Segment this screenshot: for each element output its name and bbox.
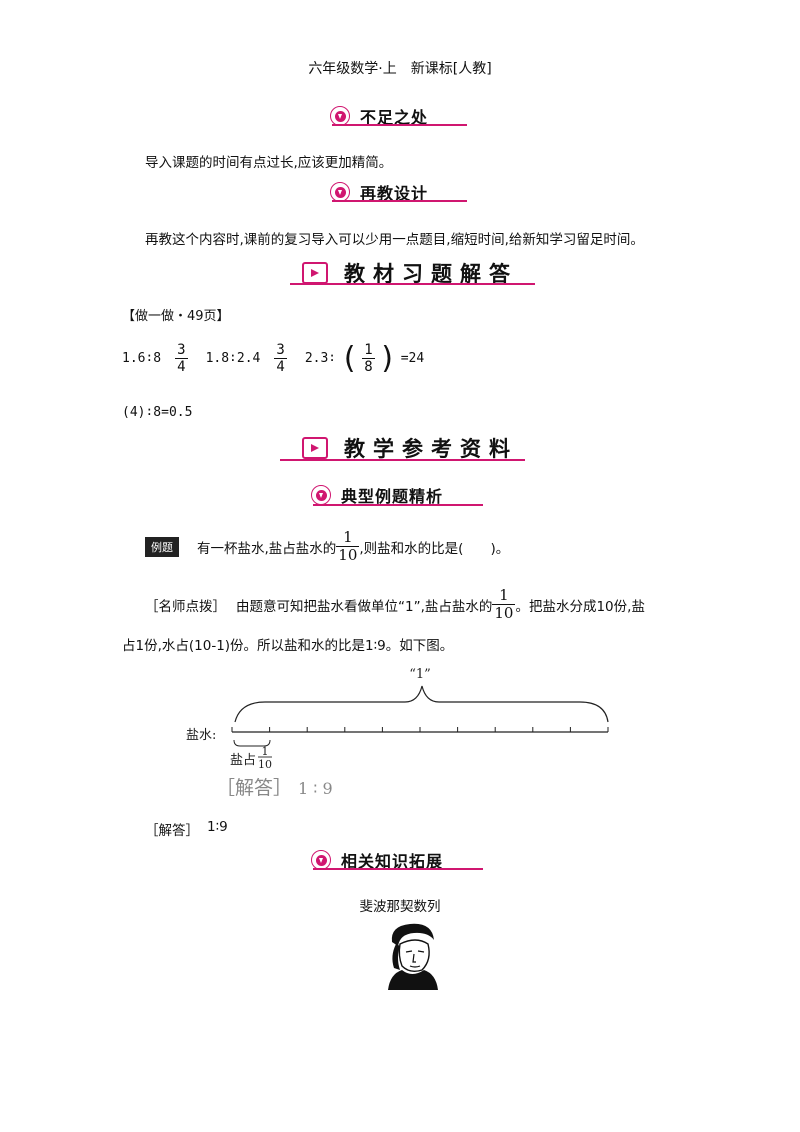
section-underline	[332, 200, 467, 202]
part-brace	[233, 739, 271, 747]
tip-line-2: 占1份,水占(10-1)份。所以盐和水的比是1∶9。如下图。	[122, 638, 454, 654]
shortcomings-text: 导入课题的时间有点过长,应该更加精简。	[145, 155, 393, 171]
tick-marks	[231, 727, 609, 732]
answer-2-prefix: 1.8∶2.4	[205, 351, 261, 366]
question-text-a: 有一杯盐水,盐占盐水的	[197, 540, 337, 557]
section-exercise-answers: 教材习题解答	[302, 258, 518, 288]
ratio-diagram: “1” 盐水: 盐占 1 10 ［解答］ 1 ∶ 9	[186, 667, 609, 799]
question-text-b: ,则盐和水的比是( )。	[359, 540, 510, 557]
answer-3-prefix: 2.3∶	[304, 351, 337, 366]
download-arrow-icon	[330, 106, 350, 126]
denominator: 10	[494, 604, 514, 622]
download-arrow-icon	[311, 850, 331, 870]
fraction-bar	[175, 358, 188, 359]
section-redesign: 再教设计	[330, 180, 428, 204]
fraction: 1 8	[362, 342, 375, 375]
download-arrow-icon	[311, 485, 331, 505]
answer-1-prefix: 1.6∶8	[122, 351, 162, 366]
fraction: 1 10	[492, 586, 516, 622]
numerator: 3	[276, 342, 285, 358]
unit-brace	[234, 685, 609, 723]
portrait-robe	[388, 970, 438, 990]
portrait-hair	[392, 944, 400, 970]
right-paren: )	[378, 340, 397, 376]
redesign-text: 再教这个内容时,课前的复习导入可以少用一点题目,缩短时间,给新知学习留足时间。	[145, 232, 644, 248]
exercise-label: 【做一做・49页】	[122, 309, 230, 324]
denominator: 4	[276, 359, 285, 375]
section-shortcomings: 不足之处	[330, 104, 428, 128]
answer-value: 1∶9	[207, 819, 228, 835]
inner-answer-value: 1 ∶ 9	[298, 779, 333, 798]
section-title: 相关知识拓展	[341, 852, 444, 871]
fraction: 1 10	[336, 528, 360, 564]
section-title: 不足之处	[360, 108, 429, 127]
tip-text-b: 。把盐水分成10份,盐	[515, 598, 645, 615]
fraction-bar	[362, 358, 375, 359]
example-question: 例题 有一杯盐水,盐占盐水的 1 10 ,则盐和水的比是( )。	[145, 530, 509, 563]
section-title: 教材习题解答	[344, 261, 518, 286]
numerator: 1	[499, 586, 509, 604]
section-underline	[290, 283, 535, 285]
fraction: 3 4	[274, 342, 287, 375]
section-typical-examples: 典型例题精析	[311, 483, 443, 507]
section-references: 教学参考资料	[302, 433, 518, 463]
numerator: 3	[177, 342, 186, 358]
denominator: 4	[177, 359, 186, 375]
monitor-icon	[302, 437, 328, 459]
fraction-bar	[274, 358, 287, 359]
exercise-answers-line: 1.6∶8 3 4 1.8∶2.4 3 4 2.3∶ ( 1 8 ) =24	[122, 343, 424, 374]
part-numerator: 1	[262, 745, 269, 758]
denominator: 10	[338, 546, 358, 564]
tip-text-a: 由题意可知把盐水看做单位“1”,盐占盐水的	[236, 598, 493, 615]
fraction-bar	[336, 546, 360, 547]
numerator: 1	[364, 342, 373, 358]
section-title: 教学参考资料	[344, 436, 518, 461]
fraction: 3 4	[175, 342, 188, 375]
section-title: 典型例题精析	[341, 487, 444, 506]
example-badge: 例题	[145, 536, 179, 557]
download-arrow-icon	[330, 182, 350, 202]
part-denominator: 10	[258, 758, 272, 771]
answer-4: (4)∶8=0.5	[122, 405, 193, 420]
inner-answer-label: ［解答］	[216, 777, 292, 799]
portrait-features	[405, 950, 425, 968]
section-related-knowledge: 相关知识拓展	[311, 848, 443, 872]
unit-label: “1”	[409, 667, 431, 682]
page-header: 六年级数学·上 新课标[人教]	[308, 61, 492, 77]
knowledge-title: 斐波那契数列	[359, 899, 441, 915]
tip-label: ［名师点拨］	[145, 598, 226, 615]
denominator: 8	[364, 359, 373, 375]
fibonacci-portrait	[388, 923, 438, 990]
left-paren: (	[340, 340, 359, 376]
numerator: 1	[343, 528, 353, 546]
answer-label: ［解答］	[145, 823, 199, 839]
row-label: 盐水:	[186, 728, 216, 743]
fraction-bar	[492, 604, 516, 605]
section-underline	[332, 124, 467, 126]
portrait-hat	[391, 923, 434, 946]
section-underline	[280, 459, 525, 461]
monitor-icon	[302, 262, 328, 284]
section-title: 再教设计	[360, 184, 429, 203]
part-label: 盐占	[230, 753, 256, 768]
section-underline	[313, 504, 483, 506]
section-underline	[313, 868, 483, 870]
answer-3-suffix: =24	[400, 351, 425, 366]
answer-line: ［解答］ 1∶9	[145, 819, 228, 839]
tip-line-1: ［名师点拨］ 由题意可知把盐水看做单位“1”,盐占盐水的 1 10 。把盐水分成…	[145, 588, 645, 621]
